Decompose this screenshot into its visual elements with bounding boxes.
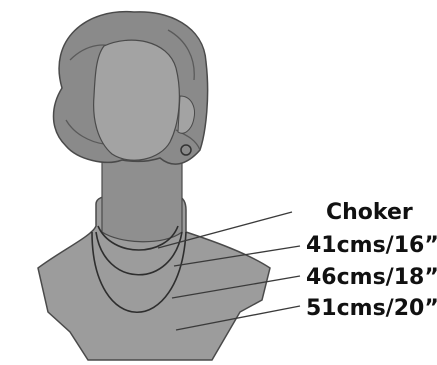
label-length-51cm: 51cms/20” bbox=[306, 298, 437, 320]
face bbox=[94, 40, 180, 160]
label-length-41cm: 41cms/16” bbox=[306, 235, 437, 257]
label-length-46cm: 46cms/18” bbox=[306, 267, 437, 289]
label-choker: Choker bbox=[326, 202, 413, 224]
